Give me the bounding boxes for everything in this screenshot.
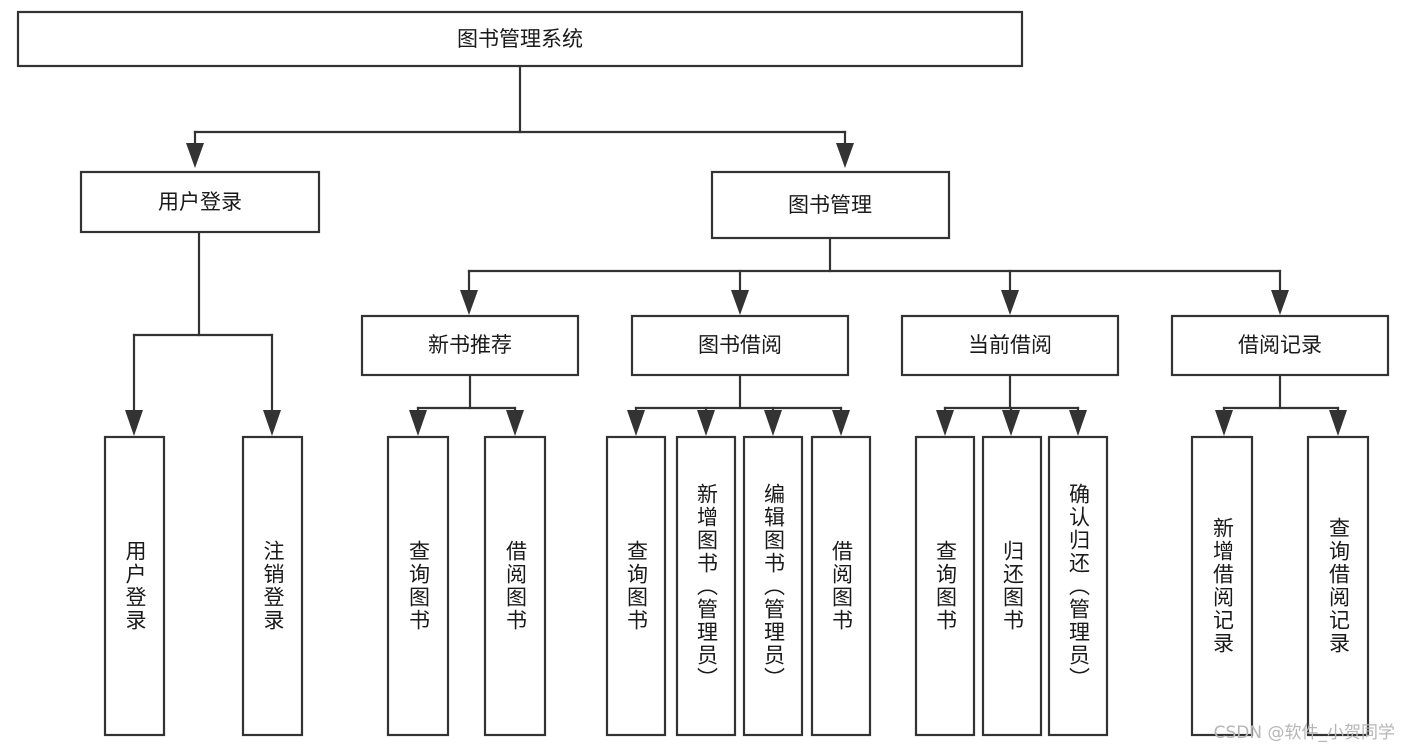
arrow-rec-b1-icon (1215, 410, 1233, 436)
node-user-login[interactable]: 用户登录 (79, 170, 321, 234)
arrow-root-to-user-icon (186, 143, 204, 168)
node-book-management[interactable]: 图书管理 (710, 170, 951, 240)
node-book-management-box[interactable] (710, 170, 951, 240)
connector-group-records (1215, 373, 1347, 436)
arrow-book-c2-icon (731, 290, 749, 315)
connector-group-book-mgmt (460, 236, 1289, 315)
leaf-box-user-login[interactable] (103, 435, 166, 737)
node-borrow-record[interactable]: 借阅记录 (1170, 314, 1390, 377)
connector-group-borrow (627, 373, 850, 436)
node-root-box[interactable] (16, 10, 1024, 68)
arrow-book-c1-icon (460, 290, 478, 315)
node-root-label: 图书管理系统 (457, 27, 583, 51)
leaf-box-query-book-br[interactable] (605, 435, 667, 737)
arrow-cur-b2-icon (1002, 410, 1020, 436)
leaf-box-query-book-nb[interactable] (386, 435, 450, 737)
watermark-text: CSDN @软件_小贺同学 (1213, 723, 1395, 743)
node-borrow-record-label: 借阅记录 (1238, 333, 1322, 357)
leaf-box-confirm-return[interactable] (1047, 435, 1109, 737)
leaf-box-add-record[interactable] (1190, 435, 1254, 737)
leaf-box-query-record[interactable] (1306, 435, 1370, 737)
node-current-borrow-label: 当前借阅 (968, 333, 1052, 357)
leaf-box-add-book[interactable] (675, 435, 737, 737)
arrow-br-b1-icon (627, 410, 645, 436)
node-user-login-box[interactable] (79, 170, 321, 234)
arrow-br-b3-icon (764, 410, 782, 436)
connector-group-root (186, 64, 854, 168)
arrow-root-to-book-icon (836, 143, 854, 168)
leaf-box-borrow-book-br[interactable] (810, 435, 872, 737)
leaf-box-logout[interactable] (241, 435, 304, 737)
node-user-login-label: 用户登录 (158, 190, 242, 214)
leaf-box-borrow-book-nb[interactable] (483, 435, 547, 737)
connector-group-current (936, 373, 1087, 436)
arrow-br-b4-icon (832, 410, 850, 436)
arrow-rec-b2-icon (1329, 410, 1347, 436)
arrow-book-c3-icon (1001, 290, 1019, 315)
arrow-user-b1-icon (125, 410, 143, 436)
node-current-borrow-box[interactable] (900, 314, 1120, 377)
arrow-cur-b1-icon (936, 410, 954, 436)
arrow-nb-b1-icon (409, 410, 427, 436)
node-book-management-label: 图书管理 (788, 193, 872, 217)
arrow-nb-b2-icon (506, 410, 524, 436)
node-borrow-record-box[interactable] (1170, 314, 1390, 377)
connector-group-user-login (125, 230, 281, 436)
node-current-borrow[interactable]: 当前借阅 (900, 314, 1120, 377)
arrow-user-b2-icon (263, 410, 281, 436)
leaf-box-query-book-cur[interactable] (914, 435, 976, 737)
node-book-borrow[interactable]: 图书借阅 (630, 314, 850, 377)
arrow-br-b2-icon (697, 410, 715, 436)
connector-group-new-books (409, 373, 524, 436)
leaf-box-return-book[interactable] (981, 435, 1043, 737)
node-book-borrow-label: 图书借阅 (698, 333, 782, 357)
arrow-cur-b3-icon (1069, 410, 1087, 436)
leaf-box-edit-book[interactable] (742, 435, 804, 737)
node-root[interactable]: 图书管理系统 (16, 10, 1024, 68)
node-book-borrow-box[interactable] (630, 314, 850, 377)
node-new-book-recommend-label: 新书推荐 (428, 333, 512, 357)
node-new-book-recommend[interactable]: 新书推荐 (360, 314, 580, 377)
arrow-book-c4-icon (1271, 290, 1289, 315)
node-new-book-recommend-box[interactable] (360, 314, 580, 377)
